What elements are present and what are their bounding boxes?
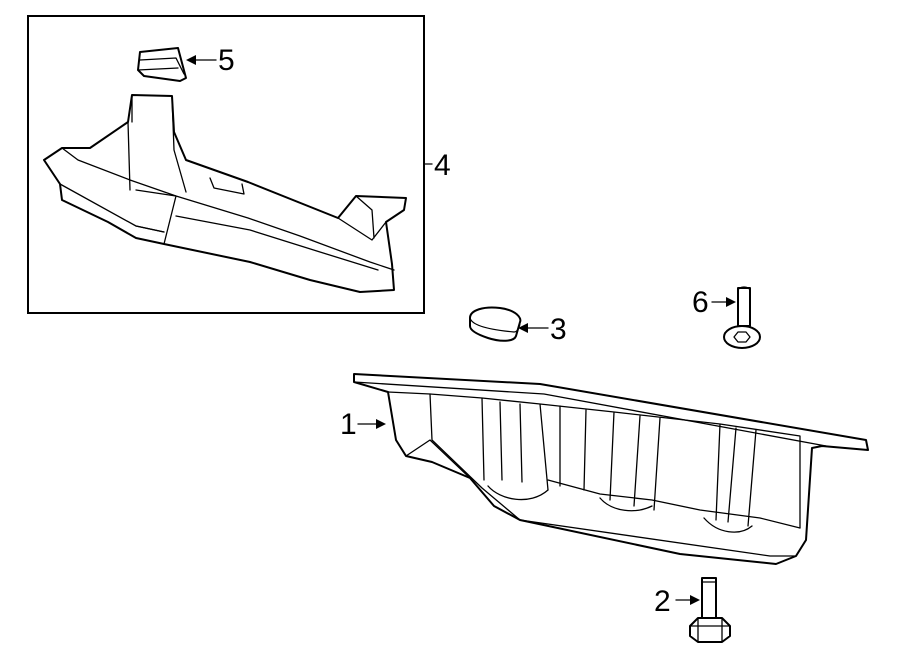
part-5-seal — [137, 47, 187, 82]
part-1-oil-pan — [353, 373, 869, 565]
part-6-bolt — [723, 286, 761, 349]
callout-3: 3 — [550, 313, 567, 346]
leader-lines — [186, 55, 736, 605]
callout-2: 2 — [654, 585, 671, 618]
callout-1: 1 — [340, 408, 357, 441]
callout-6: 6 — [692, 286, 709, 319]
part-2-bolt — [689, 577, 731, 643]
part-3-plug — [469, 306, 522, 342]
callout-5: 5 — [218, 44, 235, 77]
callout-4: 4 — [434, 149, 451, 182]
part-4-filter — [43, 94, 407, 293]
